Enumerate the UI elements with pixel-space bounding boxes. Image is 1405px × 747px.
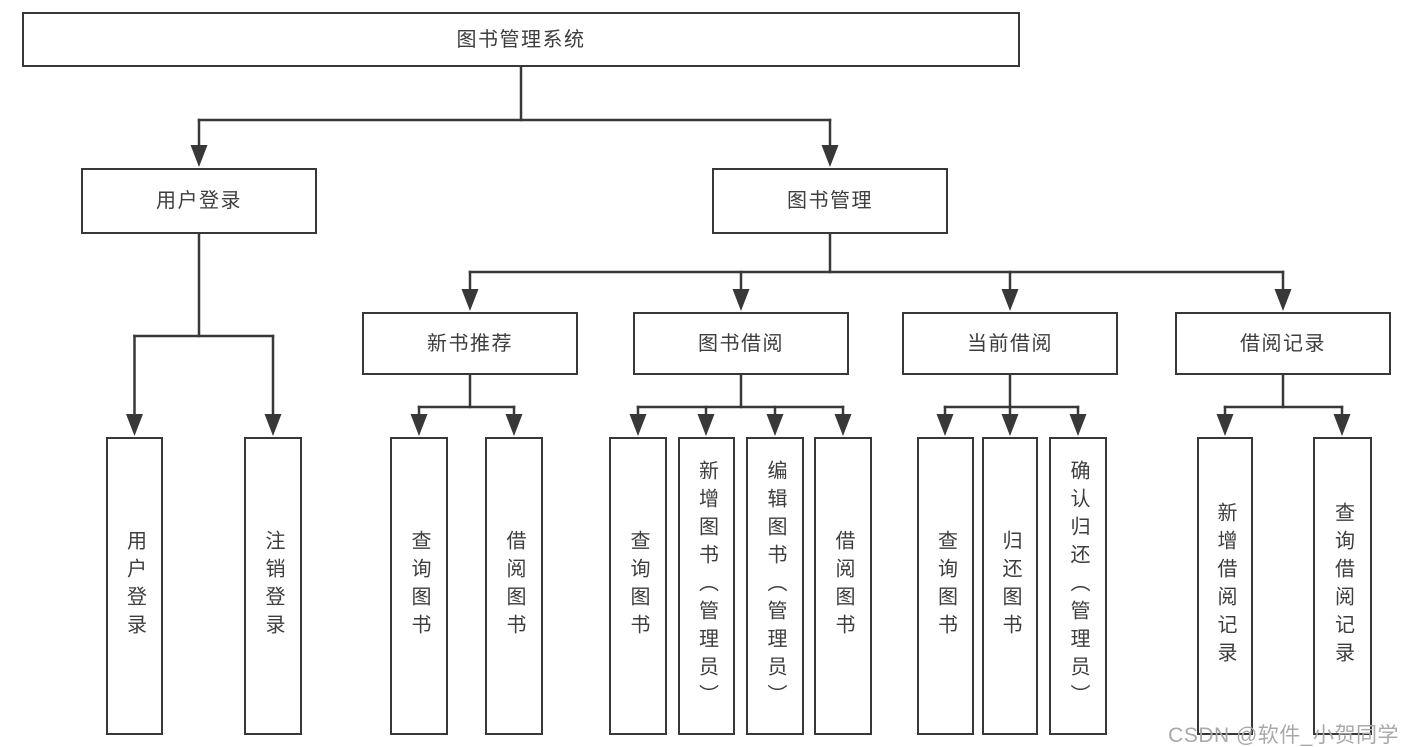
node-current-borrowing: 当前借阅 (902, 312, 1118, 375)
leaf-return-book-label: 归还图书 (999, 530, 1021, 642)
leaf-edit-book-admin-label: 编辑图书（管理员） (764, 460, 786, 712)
leaf-edit-book-admin: 编辑图书（管理员） (746, 437, 804, 735)
node-book-management: 图书管理 (712, 168, 948, 234)
node-library-system: 图书管理系统 (22, 12, 1020, 67)
node-user-login: 用户登录 (81, 168, 317, 234)
leaf-add-borrow-record-label: 新增借阅记录 (1214, 502, 1236, 670)
leaf-borrow-books-recommend: 借阅图书 (485, 437, 543, 735)
leaf-borrow-books-label: 借阅图书 (832, 530, 854, 642)
leaf-query-borrow-record-label: 查询借阅记录 (1331, 502, 1354, 670)
leaf-add-book-admin: 新增图书（管理员） (678, 437, 735, 735)
node-book-borrowing-label: 图书借阅 (698, 332, 784, 355)
leaf-logout-label: 注销登录 (262, 530, 284, 642)
leaf-add-book-admin-label: 新增图书（管理员） (695, 460, 718, 712)
leaf-borrow-books-recommend-label: 借阅图书 (503, 530, 525, 642)
leaf-confirm-return-admin-label: 确认归还（管理员） (1067, 460, 1089, 712)
leaf-user-login: 用户登录 (106, 437, 163, 735)
leaf-confirm-return-admin: 确认归还（管理员） (1049, 437, 1107, 735)
node-book-borrowing: 图书借阅 (633, 312, 849, 375)
node-current-borrowing-label: 当前借阅 (967, 332, 1053, 355)
node-new-book-recommend-label: 新书推荐 (427, 332, 513, 355)
leaf-query-books-borrowing: 查询图书 (609, 437, 667, 735)
leaf-add-borrow-record: 新增借阅记录 (1197, 437, 1253, 735)
node-new-book-recommend: 新书推荐 (362, 312, 578, 375)
leaf-query-books-recommend: 查询图书 (390, 437, 448, 735)
leaf-borrow-books: 借阅图书 (814, 437, 872, 735)
leaf-logout: 注销登录 (244, 437, 302, 735)
node-book-management-label: 图书管理 (787, 190, 873, 212)
leaf-query-books-current: 查询图书 (917, 437, 974, 735)
leaf-query-books-borrowing-label: 查询图书 (627, 530, 649, 642)
leaf-query-borrow-record: 查询借阅记录 (1313, 437, 1372, 735)
leaf-query-books-recommend-label: 查询图书 (408, 530, 430, 642)
csdn-watermark: CSDN @软件_小贺同学 (1168, 724, 1399, 747)
node-borrow-records: 借阅记录 (1175, 312, 1391, 375)
node-borrow-records-label: 借阅记录 (1240, 332, 1326, 355)
node-library-system-label: 图书管理系统 (456, 28, 586, 51)
node-user-login-label: 用户登录 (156, 190, 242, 212)
leaf-query-books-current-label: 查询图书 (934, 530, 957, 642)
leaf-return-book: 归还图书 (982, 437, 1038, 735)
leaf-user-login-label: 用户登录 (123, 530, 146, 642)
